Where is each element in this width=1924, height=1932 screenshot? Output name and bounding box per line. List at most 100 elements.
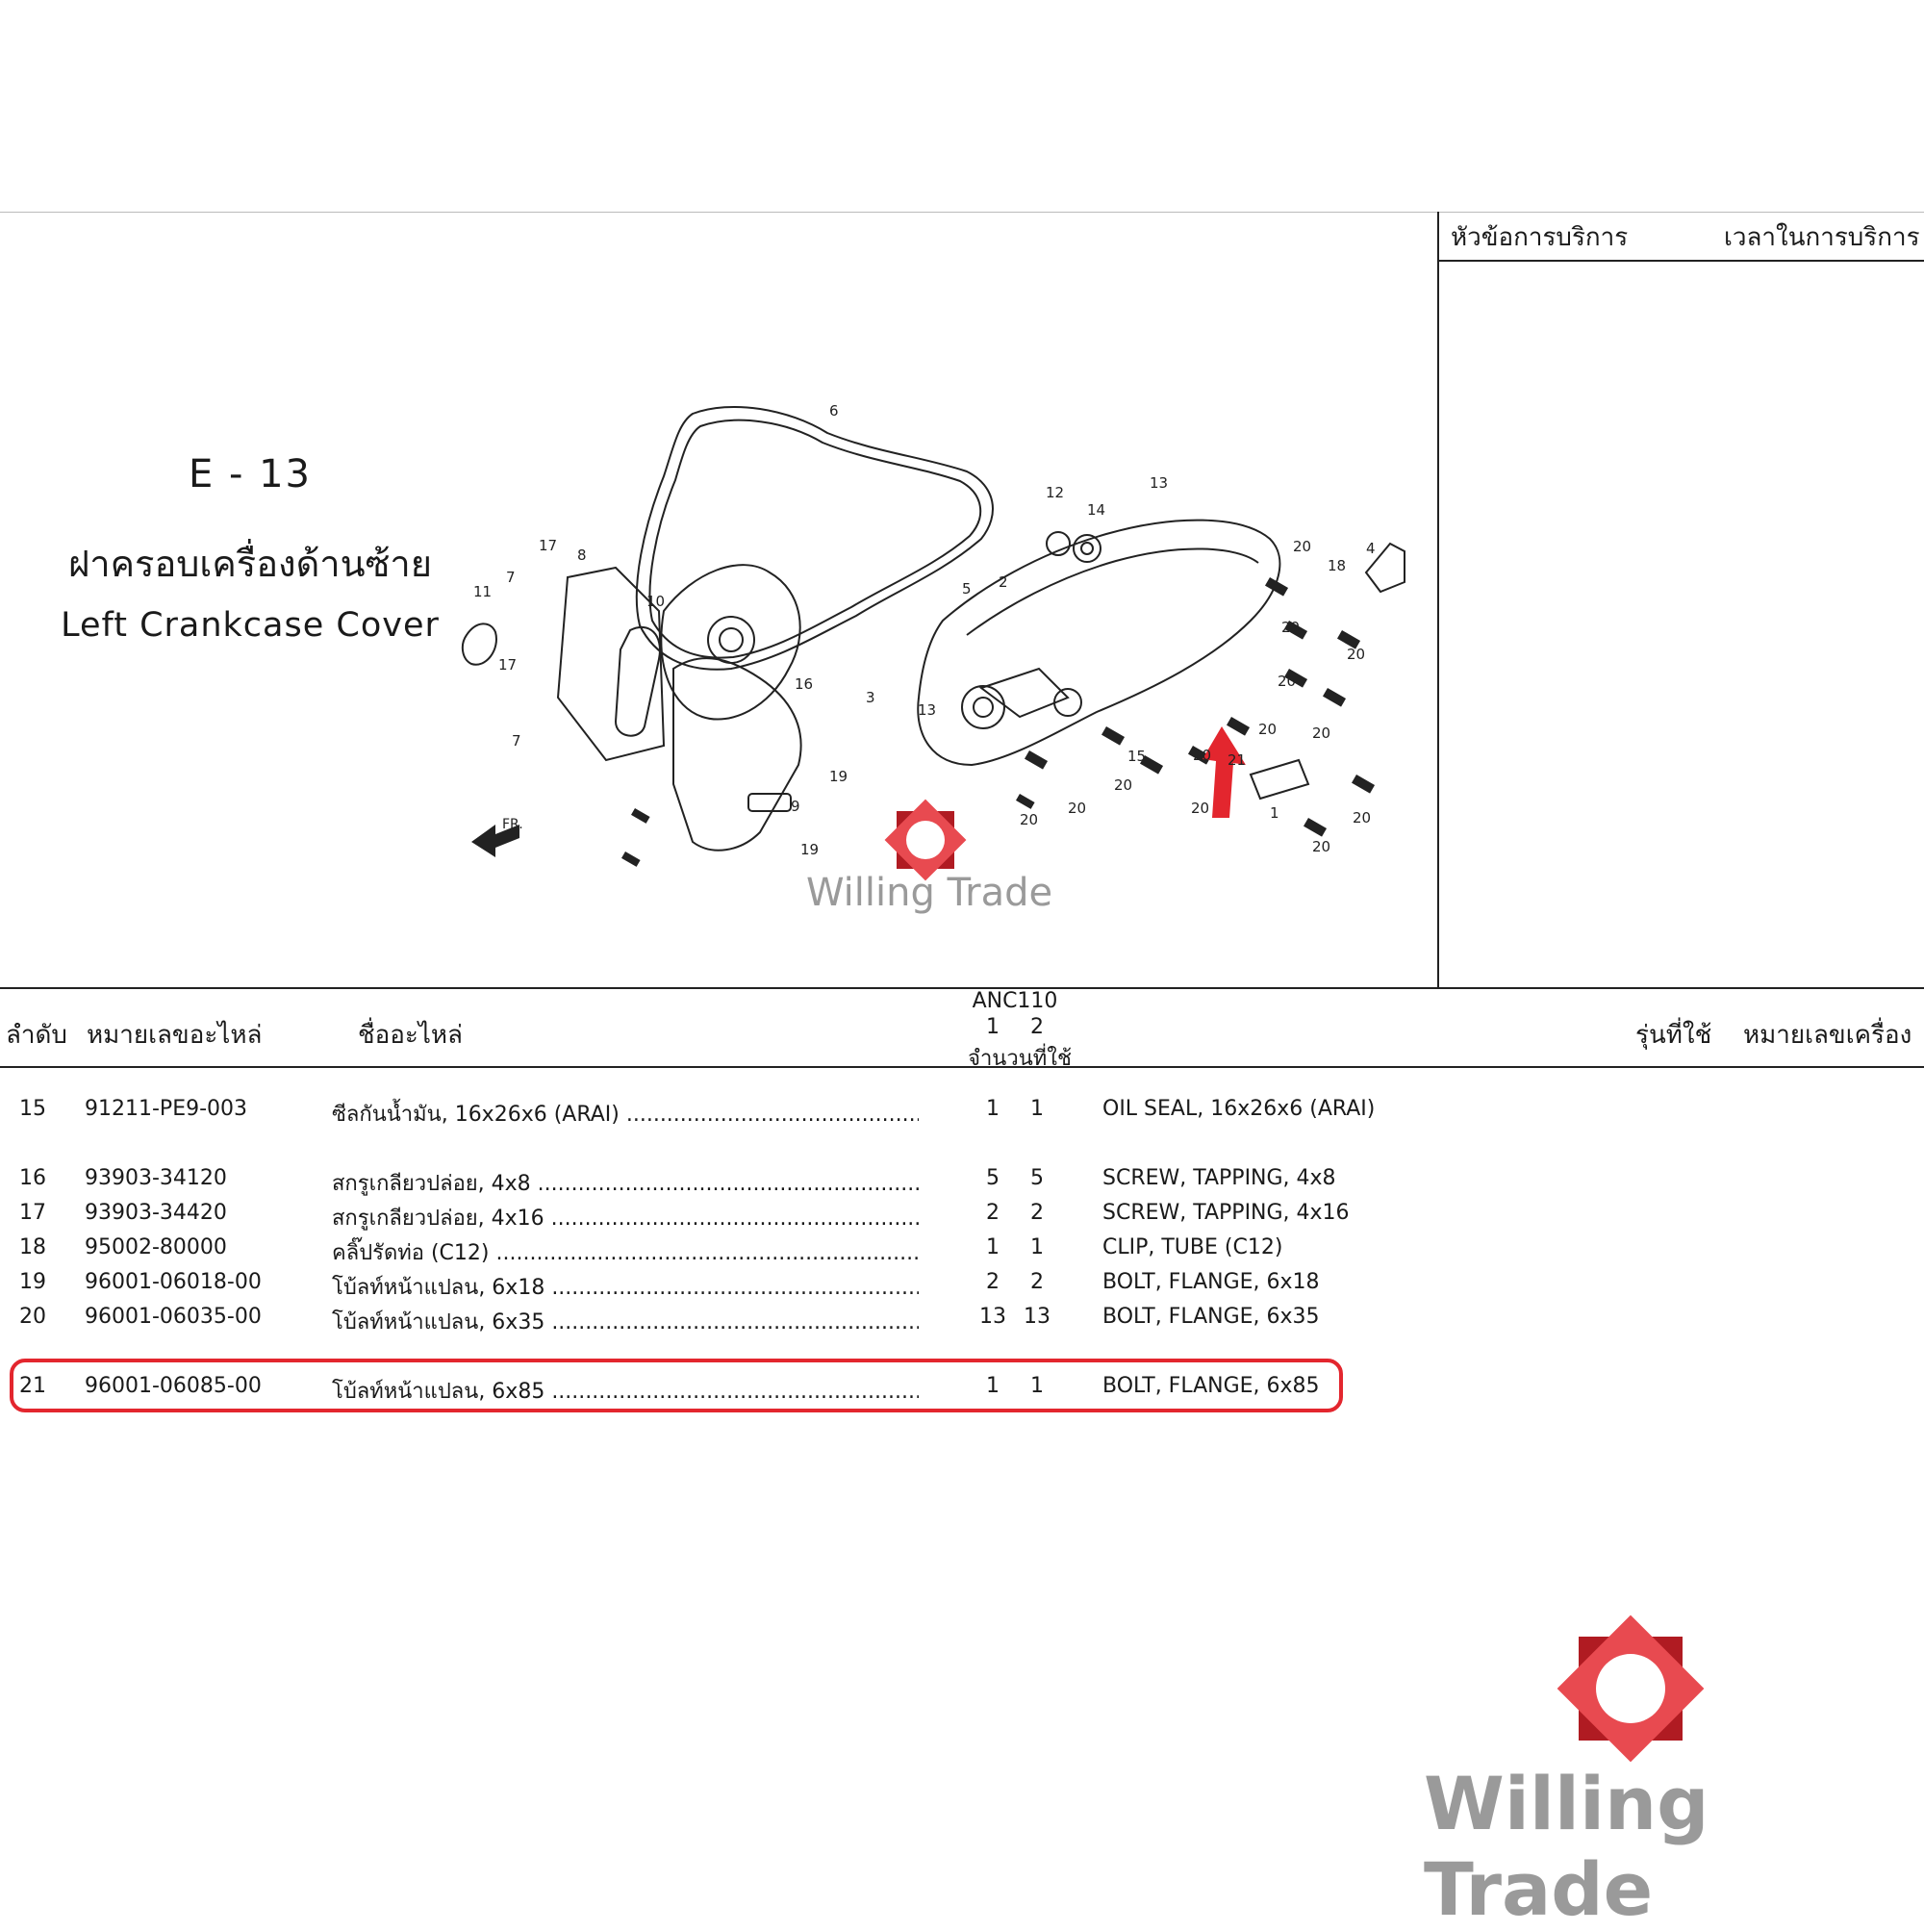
callout-21: 21: [1228, 751, 1246, 769]
callout-5: 5: [962, 580, 972, 597]
row-qty2: 1: [1030, 1374, 1044, 1398]
callout-2: 2: [999, 573, 1008, 591]
callout-16: 16: [795, 675, 813, 693]
front-arrow-icon: [471, 825, 519, 857]
front-label: FR.: [502, 817, 523, 832]
service-panel-divider: [1437, 212, 1439, 987]
table-row: 18 95002-80000 คลิ๊ปรัดท่อ (C12) .......…: [0, 1235, 1924, 1270]
row-qty2: 2: [1030, 1201, 1044, 1225]
row-qty1: 1: [986, 1235, 1000, 1259]
callout-17a: 17: [539, 537, 557, 554]
callout-20l: 20: [1353, 809, 1371, 826]
row-name-th: สกรูเกลียวปล่อย, 4x8 ...................…: [332, 1172, 919, 1196]
watermark-text-large: Willing Trade: [1424, 1761, 1709, 1932]
row-no: 20: [19, 1305, 46, 1329]
row-no: 18: [19, 1235, 46, 1259]
col-no-header: ลำดับ: [6, 1021, 67, 1050]
row-part-number: 93903-34420: [85, 1201, 227, 1225]
row-name-en: CLIP, TUBE (C12): [1102, 1235, 1283, 1259]
callout-19b: 19: [800, 841, 819, 858]
callout-20d: 20: [1278, 673, 1296, 690]
callout-14: 14: [1087, 501, 1105, 519]
row-no: 15: [19, 1097, 46, 1121]
part-8: [556, 566, 666, 762]
col-used-model-header: รุ่นที่ใช้: [1635, 1021, 1712, 1050]
col-part-number-header: หมายเลขอะไหล่: [87, 1021, 263, 1050]
row-part-number: 96001-06085-00: [85, 1374, 262, 1398]
row-highlight-box: [10, 1359, 1343, 1412]
row-name-th: คลิ๊ปรัดท่อ (C12) ......................…: [332, 1241, 919, 1265]
row-name-th: โบ้ลท์หน้าแปลน, 6x18 ...................…: [332, 1276, 919, 1300]
table-row: 15 91211-PE9-003 ซีลกันน้ำมัน, 16x26x6 (…: [0, 1097, 1924, 1131]
part-9: [672, 657, 802, 852]
top-rule: [0, 212, 1924, 213]
section-title-th: ฝาครอบเครื่องด้านซ้าย: [68, 543, 432, 585]
row-name-th: โบ้ลท์หน้าแปลน, 6x35 ...................…: [332, 1310, 919, 1335]
service-time-label: เวลาในการบริการ: [1724, 223, 1920, 252]
table-row: 17 93903-34420 สกรูเกลียวปล่อย, 4x16 ...…: [0, 1201, 1924, 1235]
row-name-en: SCREW, TAPPING, 4x8: [1102, 1166, 1336, 1190]
callout-12: 12: [1046, 484, 1064, 501]
service-header-rule: [1437, 260, 1924, 262]
row-name-en: SCREW, TAPPING, 4x16: [1102, 1201, 1350, 1225]
row-qty1: 2: [986, 1201, 1000, 1225]
row-name-en: BOLT, FLANGE, 6x18: [1102, 1270, 1320, 1294]
callout-20h: 20: [1114, 776, 1132, 794]
callout-6: 6: [829, 402, 839, 419]
callout-9: 9: [791, 798, 800, 815]
gasket-outline: [635, 405, 994, 671]
row-qty1: 13: [979, 1305, 1006, 1329]
row-name-th: ซีลกันน้ำมัน, 16x26x6 (ARAI) ...........…: [332, 1103, 919, 1127]
callout-11: 11: [473, 583, 492, 600]
row-name-th: สกรูเกลียวปล่อย, 4x16 ..................…: [332, 1207, 919, 1231]
table-row: 20 96001-06035-00 โบ้ลท์หน้าแปลน, 6x35 .…: [0, 1305, 1924, 1339]
callout-20b: 20: [1281, 619, 1300, 636]
table-row: 19 96001-06018-00 โบ้ลท์หน้าแปลน, 6x18 .…: [0, 1270, 1924, 1305]
main-cover: [917, 519, 1281, 767]
callout-3: 3: [866, 689, 875, 706]
table-row: 16 93903-34120 สกรูเกลียวปล่อย, 4x8 ....…: [0, 1166, 1924, 1201]
callout-7b: 7: [512, 732, 521, 750]
row-name-en: BOLT, FLANGE, 6x35: [1102, 1305, 1320, 1329]
bracket: [1249, 758, 1310, 801]
row-no: 19: [19, 1270, 46, 1294]
part-11: [461, 623, 497, 666]
row-qty2: 13: [1024, 1305, 1051, 1329]
row-qty1: 1: [986, 1374, 1000, 1398]
row-no: 16: [19, 1166, 46, 1190]
row-qty2: 1: [1030, 1235, 1044, 1259]
watermark-logo-small: [884, 799, 967, 881]
row-qty2: 5: [1030, 1166, 1044, 1190]
row-name-en: OIL SEAL, 16x26x6 (ARAI): [1102, 1097, 1376, 1121]
callout-15: 15: [1127, 748, 1146, 765]
row-part-number: 95002-80000: [85, 1235, 227, 1259]
callout-1: 1: [1270, 804, 1279, 822]
row-no: 21: [19, 1374, 46, 1398]
callout-labels: 1 2 3 4 5 6 7 7 8 9 10 11 12 13 13 14 15…: [473, 402, 1376, 858]
callout-4: 4: [1366, 540, 1376, 557]
col-part-name-header: ชื่ออะไหล่: [358, 1021, 463, 1050]
col-qty1-header: 1: [986, 1015, 1000, 1039]
row-name-th: โบ้ลท์หน้าแปลน, 6x85 ...................…: [332, 1380, 919, 1404]
row-part-number: 96001-06018-00: [85, 1270, 262, 1294]
watermark-text-small: Willing Trade: [806, 871, 1053, 915]
table-row-highlighted: 21 96001-06085-00 โบ้ลท์หน้าแปลน, 6x85 .…: [0, 1374, 1924, 1409]
row-part-number: 91211-PE9-003: [85, 1097, 248, 1121]
row-name-en: BOLT, FLANGE, 6x85: [1102, 1374, 1320, 1398]
callout-13a: 13: [1150, 474, 1168, 492]
col-engine-no-header: หมายเลขเครื่อง: [1743, 1021, 1912, 1050]
row-part-number: 96001-06035-00: [85, 1305, 262, 1329]
row-qty2: 1: [1030, 1097, 1044, 1121]
table-top-rule: [0, 987, 1924, 989]
inner-plate: [660, 564, 801, 721]
section-title-en: Left Crankcase Cover: [61, 606, 440, 645]
watermark-logo-large: [1557, 1614, 1705, 1763]
breather: [1364, 542, 1405, 594]
row-part-number: 93903-34120: [85, 1166, 227, 1190]
callout-7a: 7: [506, 569, 516, 586]
service-topic-label: หัวข้อการบริการ: [1451, 223, 1629, 252]
row-qty2: 2: [1030, 1270, 1044, 1294]
col-qty2-header: 2: [1030, 1015, 1044, 1039]
callout-20j: 20: [1020, 811, 1038, 828]
row-qty1: 2: [986, 1270, 1000, 1294]
